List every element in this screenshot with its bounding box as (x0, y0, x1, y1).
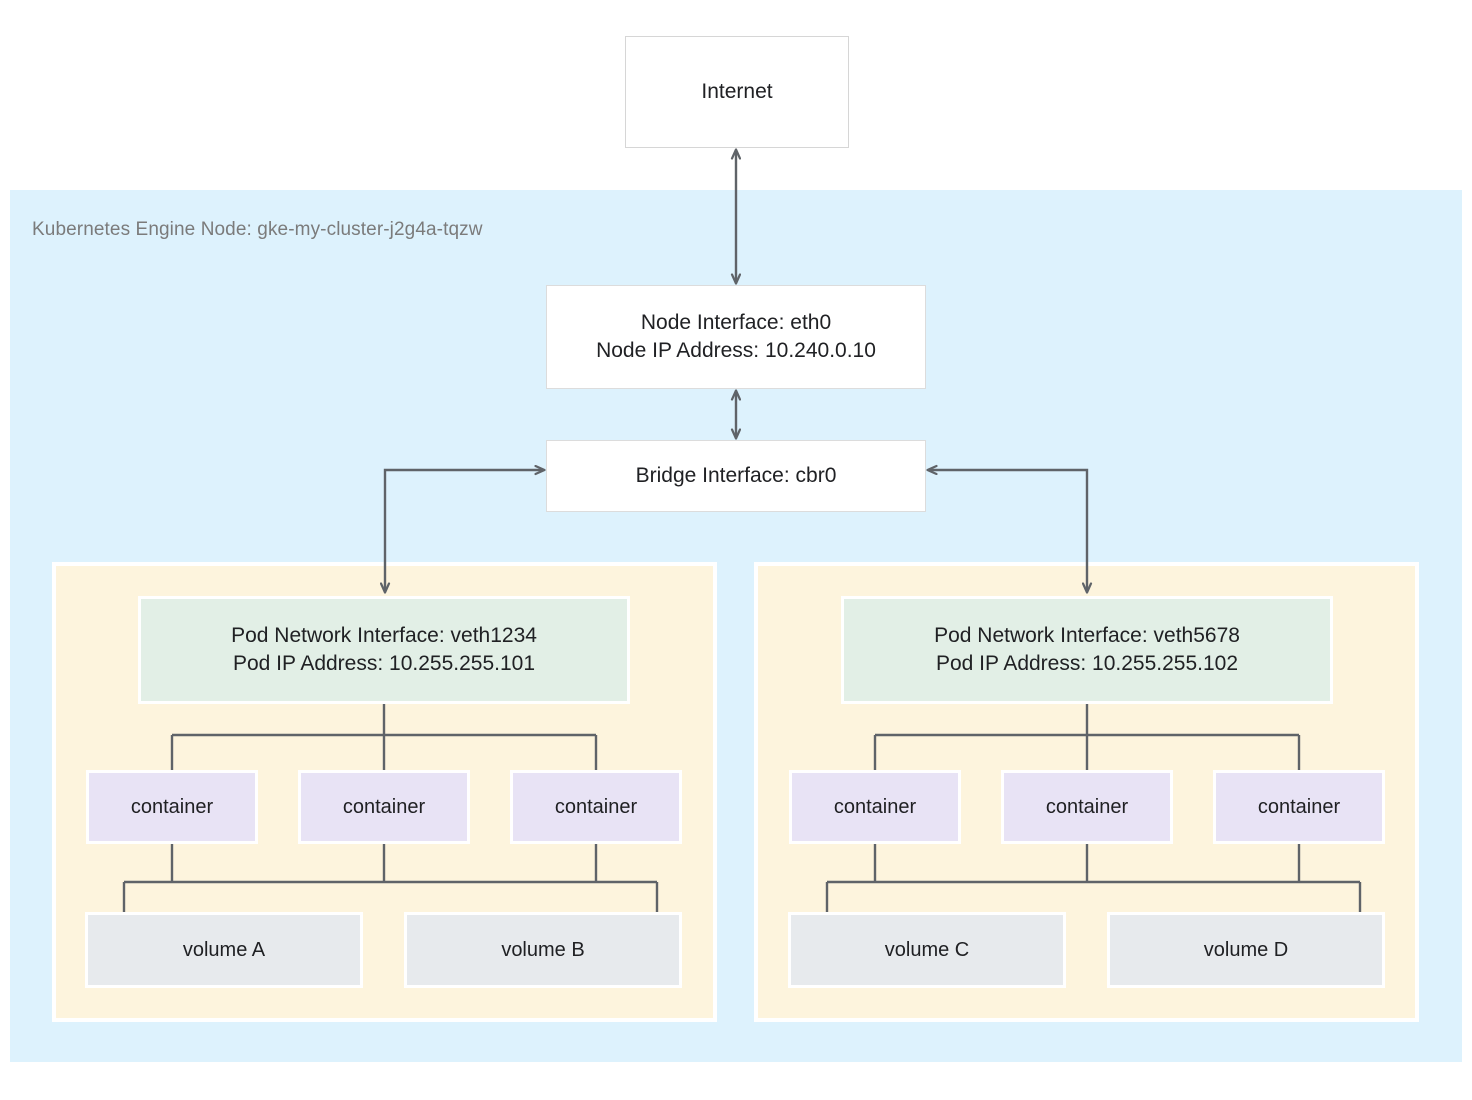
pod-2-container-3-label: container (1257, 795, 1341, 818)
pod-2-interface-line-2: Pod IP Address: 10.255.255.102 (935, 652, 1239, 675)
pod-2-network-interface-node[interactable]: Pod Network Interface: veth5678 Pod IP A… (841, 596, 1333, 704)
pod-1-container-3[interactable]: container (510, 770, 682, 844)
kubernetes-node-region-label: Kubernetes Engine Node: gke-my-cluster-j… (32, 219, 483, 240)
pod-1-interface-line-1: Pod Network Interface: veth1234 (231, 624, 537, 648)
pod-2-container-2-label: container (1045, 795, 1129, 818)
pod-2-container-3[interactable]: container (1213, 770, 1385, 844)
pod-1-network-interface-node[interactable]: Pod Network Interface: veth1234 Pod IP A… (138, 596, 630, 704)
pod-2-container-1[interactable]: container (789, 770, 961, 844)
pod-1-container-3-label: container (554, 795, 638, 818)
pod-2-volume-d[interactable]: volume D (1107, 912, 1385, 988)
pod-1-volume-b-label: volume B (501, 938, 585, 961)
pod-2-volume-c-label: volume C (884, 938, 970, 961)
pod-1-volume-b[interactable]: volume B (404, 912, 682, 988)
pod-2-volume-c[interactable]: volume C (788, 912, 1066, 988)
bridge-interface-label: Bridge Interface: cbr0 (635, 464, 837, 488)
bridge-interface-node[interactable]: Bridge Interface: cbr0 (546, 440, 926, 512)
pod-1-interface-line-2: Pod IP Address: 10.255.255.101 (232, 652, 536, 675)
pod-2-container-2[interactable]: container (1001, 770, 1173, 844)
node-interface-node[interactable]: Node Interface: eth0 Node IP Address: 10… (546, 285, 926, 389)
internet-node[interactable]: Internet (625, 36, 849, 148)
node-interface-line-1: Node Interface: eth0 (640, 311, 832, 335)
pod-2-interface-line-1: Pod Network Interface: veth5678 (934, 624, 1240, 648)
pod-1-container-1-label: container (130, 795, 214, 818)
pod-1-container-2[interactable]: container (298, 770, 470, 844)
node-interface-line-2: Node IP Address: 10.240.0.10 (596, 339, 876, 362)
pod-1-container-2-label: container (342, 795, 426, 818)
internet-label: Internet (701, 80, 773, 104)
pod-2-volume-d-label: volume D (1203, 938, 1289, 961)
pod-1-volume-a[interactable]: volume A (85, 912, 363, 988)
pod-1-container-1[interactable]: container (86, 770, 258, 844)
pod-2-container-1-label: container (833, 795, 917, 818)
pod-1-volume-a-label: volume A (182, 938, 266, 961)
